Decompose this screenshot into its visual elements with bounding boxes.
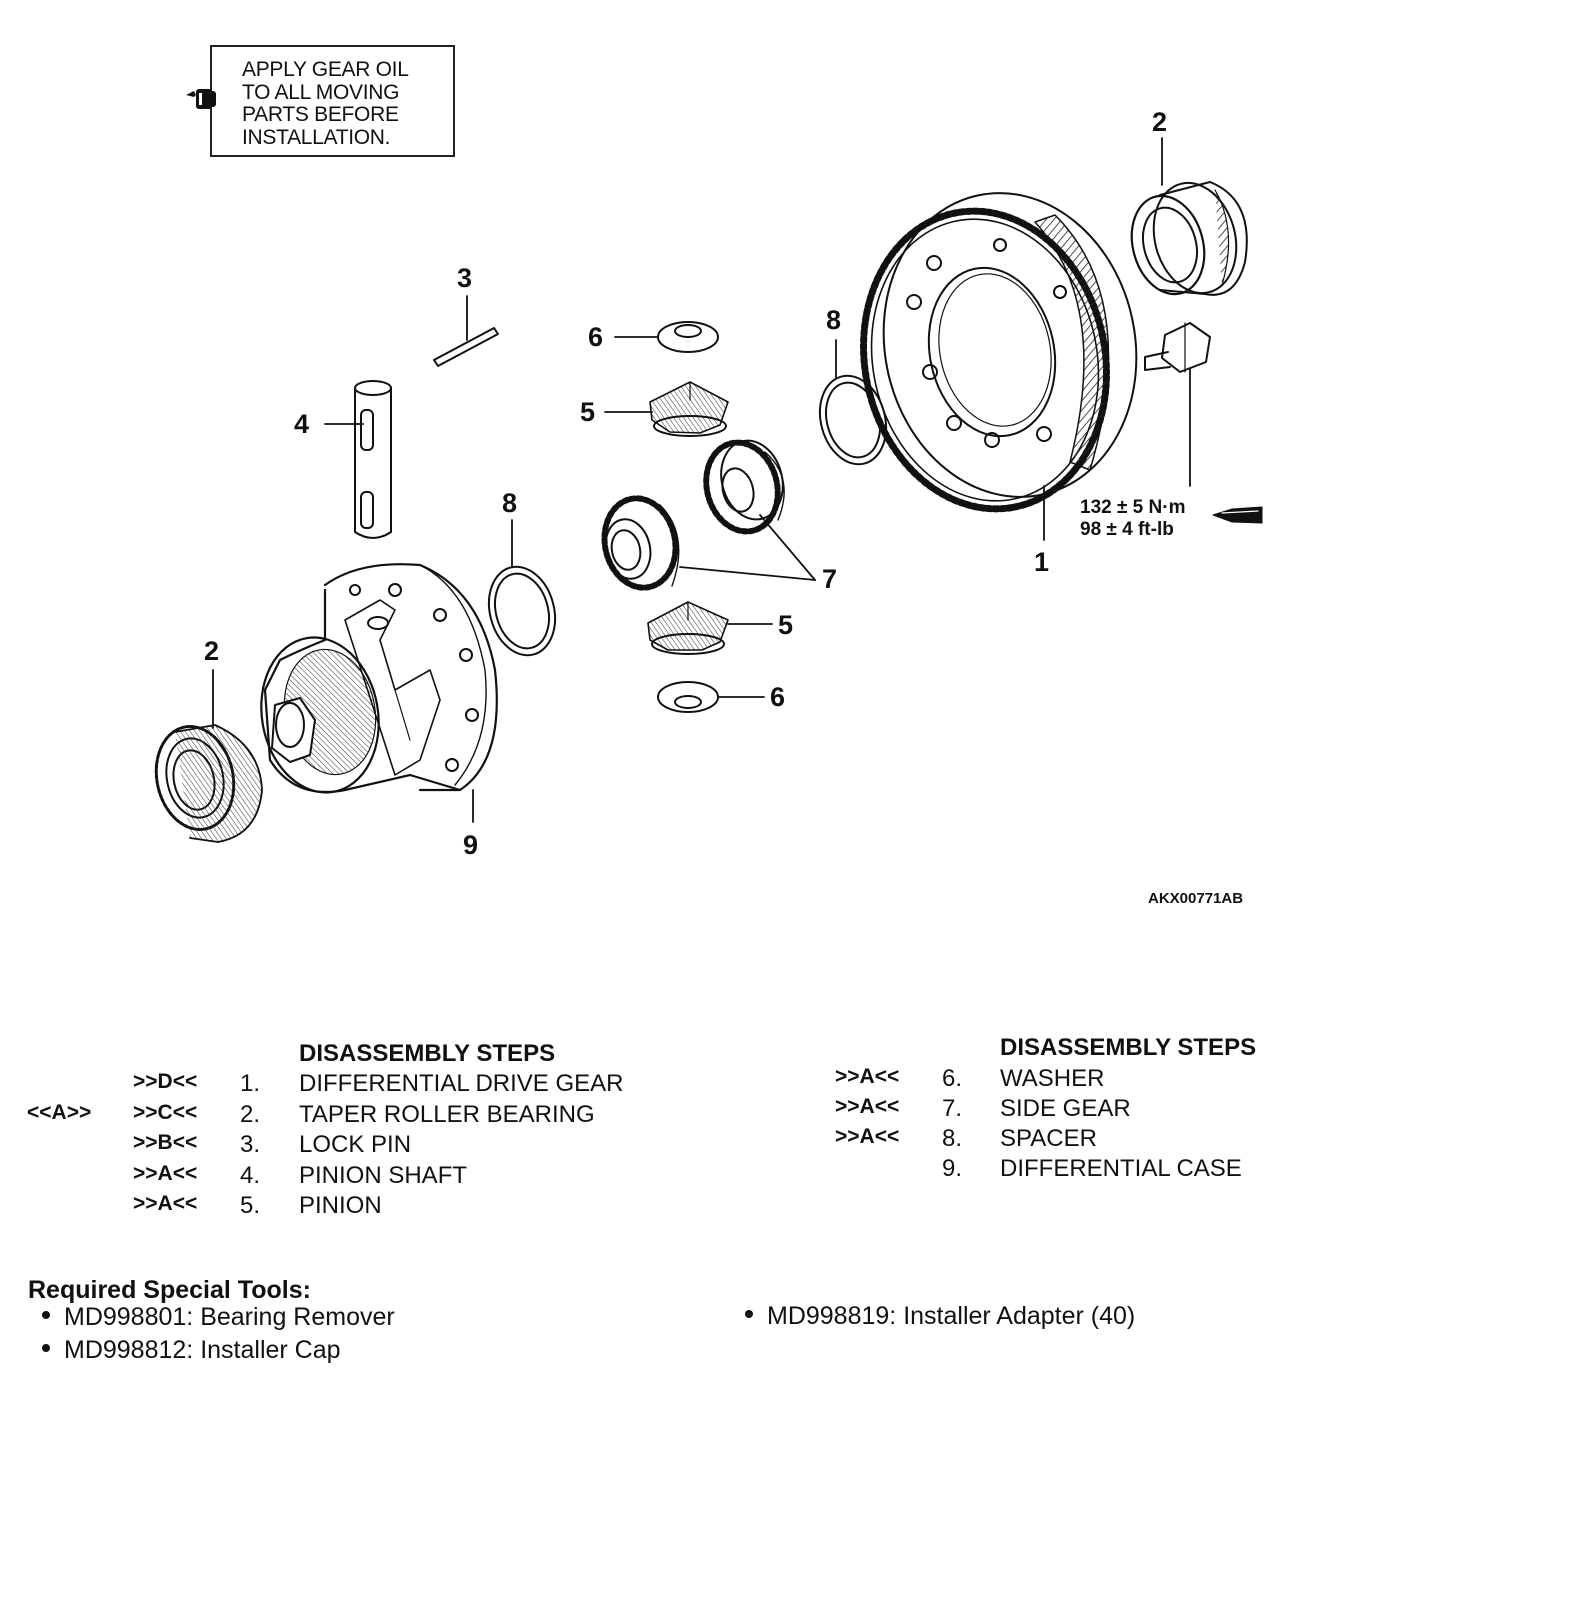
special-tool-item: MD998801: Bearing Remover (42, 1303, 395, 1332)
step-name: SPACER (1000, 1125, 1097, 1152)
leader-lines (212, 137, 1191, 823)
step-code: >>A<< (133, 1192, 198, 1215)
exploded-differential-diagram: 1 2 2 3 4 5 5 6 6 7 8 8 9 132 ± 5 N·m 98… (154, 107, 1263, 907)
torque-imperial: 98 ± 4 ft-lb (1080, 519, 1174, 540)
step-number: 5. (240, 1192, 261, 1219)
step-name: DIFFERENTIAL DRIVE GEAR (299, 1070, 624, 1097)
step-number: 4. (240, 1162, 261, 1189)
callout-3: 3 (457, 263, 472, 293)
differential-drive-gear (860, 192, 1138, 513)
ring-gear-bolt (1144, 322, 1211, 373)
callout-2-lower: 2 (204, 636, 219, 666)
bullet-icon (42, 1344, 50, 1353)
callout-7: 7 (822, 564, 837, 594)
step-number: 2. (240, 1101, 261, 1128)
step-code: >>A<< (133, 1162, 198, 1185)
differential-case (260, 563, 498, 794)
step-code: >>D<< (133, 1070, 198, 1093)
lock-pin (433, 327, 499, 367)
callout-5-upper: 5 (580, 397, 595, 427)
callout-2-upper: 2 (1152, 107, 1167, 137)
step-number: 1. (240, 1070, 261, 1097)
side-gear-right (703, 439, 785, 535)
step-number: 6. (942, 1065, 963, 1092)
step-name: DIFFERENTIAL CASE (1000, 1155, 1242, 1182)
special-tool-item: MD998819: Installer Adapter (40) (745, 1302, 1135, 1331)
torque-wrench-icon (1212, 506, 1263, 524)
step-name: TAPER ROLLER BEARING (299, 1101, 595, 1128)
special-tool-item: MD998812: Installer Cap (42, 1336, 341, 1365)
step-name: WASHER (1000, 1065, 1105, 1092)
oil-can-icon (186, 89, 216, 109)
torque-metric: 132 ± 5 N·m (1080, 497, 1185, 518)
special-tool-label: MD998801: Bearing Remover (64, 1303, 395, 1331)
step-name: PINION (299, 1192, 382, 1219)
callout-8-left: 8 (502, 488, 517, 518)
spacer-left (487, 565, 557, 657)
step-code: >>A<< (835, 1095, 900, 1118)
step-number: 3. (240, 1131, 261, 1158)
step-code: >>A<< (835, 1065, 900, 1088)
step-number: 8. (942, 1125, 963, 1152)
special-tools-title: Required Special Tools: (28, 1276, 311, 1304)
step-number: 7. (942, 1095, 963, 1122)
washer-lower (657, 681, 719, 713)
steps-right-heading: DISASSEMBLY STEPS (1000, 1034, 1257, 1061)
callout-9: 9 (463, 830, 478, 860)
special-tool-label: MD998819: Installer Adapter (40) (767, 1302, 1136, 1330)
side-gear-left (601, 495, 680, 591)
pinion-shaft (354, 380, 392, 539)
callout-6-upper: 6 (588, 322, 603, 352)
spacer-right (818, 374, 888, 466)
step-precode: <<A>> (27, 1101, 92, 1124)
bullet-icon (745, 1310, 753, 1319)
step-name: LOCK PIN (299, 1131, 412, 1158)
taper-roller-bearing-lower (154, 724, 263, 843)
callout-6-lower: 6 (770, 682, 785, 712)
figure-id: AKX00771AB (1148, 890, 1243, 907)
step-number: 9. (942, 1155, 963, 1182)
special-tool-label: MD998812: Installer Cap (64, 1336, 341, 1364)
bullet-icon (42, 1311, 50, 1320)
callout-5-lower: 5 (778, 610, 793, 640)
pinion-lower (647, 601, 729, 655)
pinion-upper (649, 381, 729, 437)
gear-oil-note-text: APPLY GEAR OIL TO ALL MOVING PARTS BEFOR… (242, 58, 409, 149)
callout-1: 1 (1034, 547, 1049, 577)
callout-4: 4 (294, 409, 309, 439)
gear-oil-note: APPLY GEAR OIL TO ALL MOVING PARTS BEFOR… (186, 45, 455, 157)
taper-roller-bearing-upper (1130, 181, 1248, 296)
callout-8-right: 8 (826, 305, 841, 335)
step-code: >>C<< (133, 1101, 198, 1124)
step-code: >>A<< (835, 1125, 900, 1148)
step-name: SIDE GEAR (1000, 1095, 1131, 1122)
washer-upper (657, 321, 719, 353)
steps-left-heading: DISASSEMBLY STEPS (299, 1040, 556, 1067)
step-name: PINION SHAFT (299, 1162, 468, 1189)
step-code: >>B<< (133, 1131, 198, 1154)
